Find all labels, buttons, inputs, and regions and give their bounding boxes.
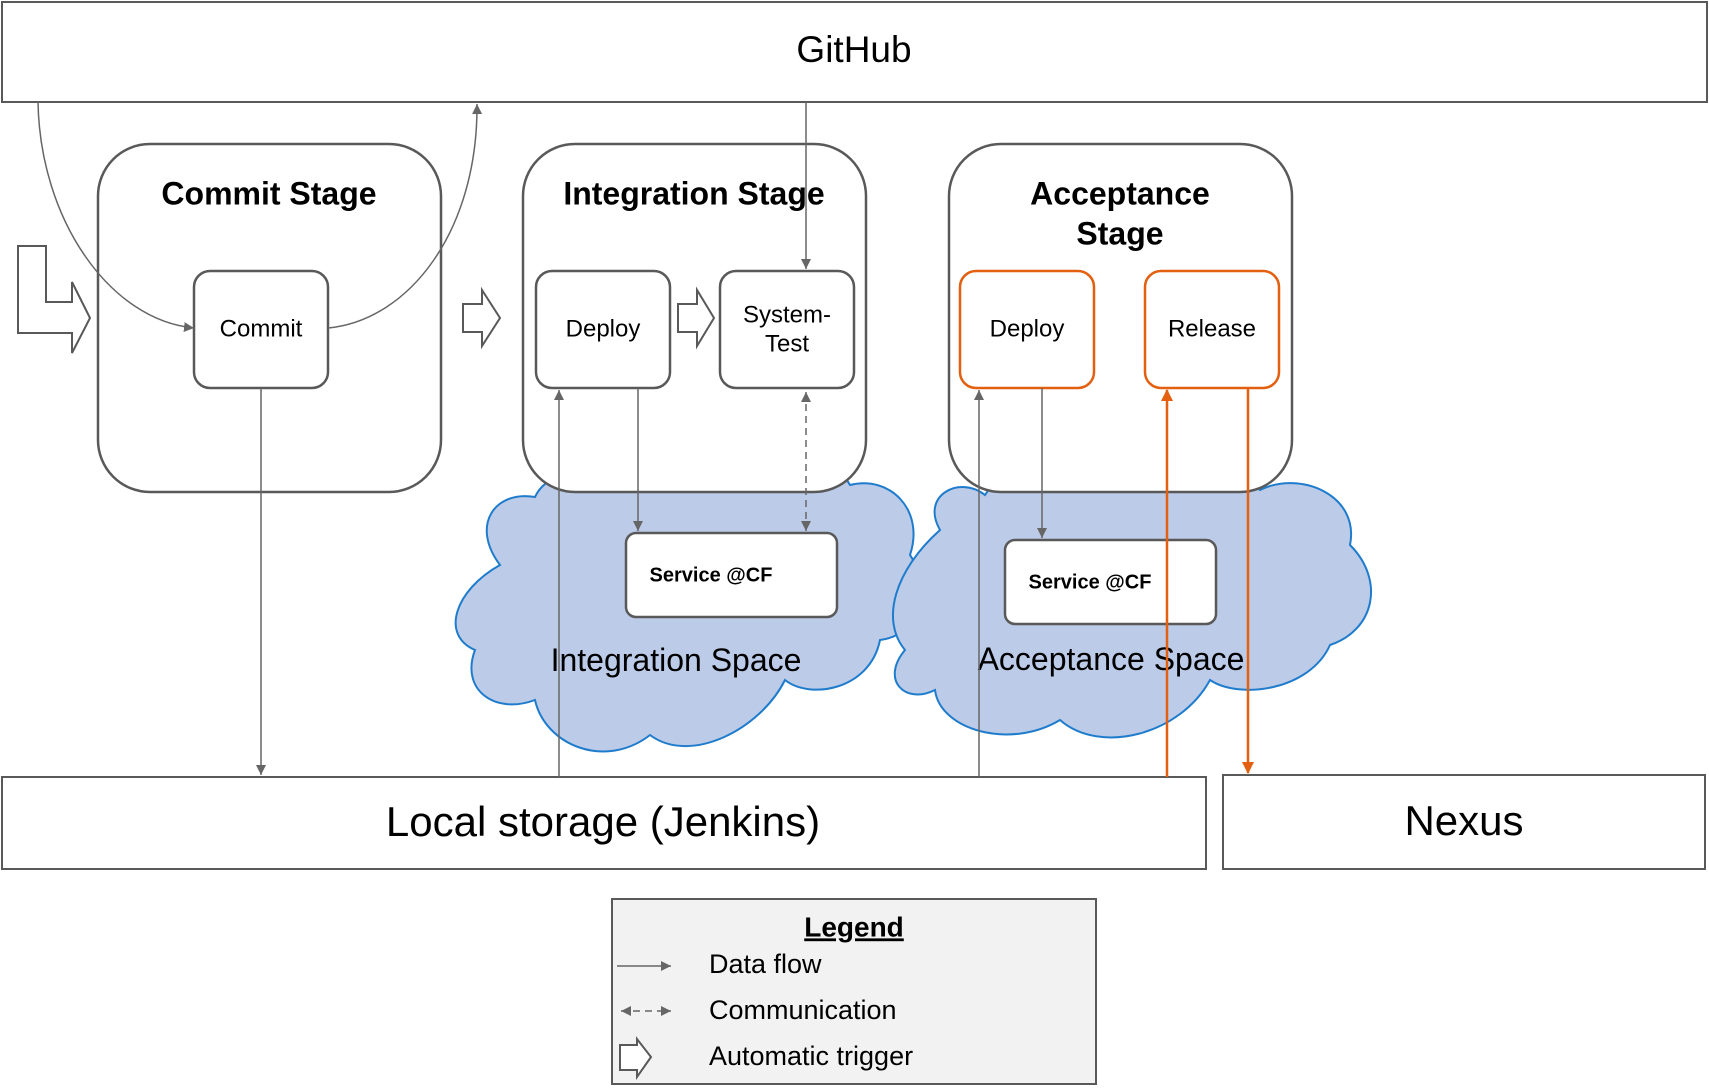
acceptance-deploy-label: Deploy xyxy=(990,315,1065,342)
legend: Legend Data flow Communication Automatic… xyxy=(611,898,1097,1085)
acceptance-stage-title-line1: Acceptance xyxy=(1030,175,1210,211)
external-trigger-arrow xyxy=(17,245,92,354)
commit-to-github-arrow xyxy=(327,103,483,329)
commit-stage-title: Commit Stage xyxy=(161,175,376,211)
system-test-label-line1: System- xyxy=(743,301,831,328)
integration-service-label: Service @CF xyxy=(650,564,773,586)
legend-trigger-label: Automatic trigger xyxy=(709,1041,913,1071)
local-storage-banner: Local storage (Jenkins) xyxy=(1,776,1207,870)
integration-service-box: Service @CF xyxy=(624,531,839,619)
connectors xyxy=(37,101,1254,777)
release-label: Release xyxy=(1168,315,1256,342)
legend-trigger-symbol xyxy=(619,1036,653,1081)
github-label: GitHub xyxy=(796,29,911,70)
legend-communication-label: Communication xyxy=(709,995,897,1025)
commit-job: Commit xyxy=(192,269,330,390)
github-to-commit-arrow xyxy=(37,101,195,333)
trigger-arrows xyxy=(17,245,716,354)
acceptance-service-label: Service @CF xyxy=(1029,571,1152,593)
acceptance-stage-title-line2: Stage xyxy=(1076,215,1163,251)
integration-stage-title: Integration Stage xyxy=(563,175,824,211)
nexus-banner: Nexus xyxy=(1222,774,1706,870)
release-job: Release xyxy=(1143,269,1281,390)
deploy-to-system-test-trigger-arrow xyxy=(677,286,716,350)
commit-job-label: Commit xyxy=(220,315,303,342)
local-storage-label: Local storage (Jenkins) xyxy=(386,798,820,845)
commit-stage: Commit Stage Commit xyxy=(96,142,443,494)
legend-data-flow-label: Data flow xyxy=(709,949,822,979)
system-test-job: System- Test xyxy=(718,269,856,390)
nexus-label: Nexus xyxy=(1404,797,1523,844)
acceptance-deploy-job: Deploy xyxy=(958,269,1096,390)
acceptance-space-label: Acceptance Space xyxy=(978,641,1245,677)
system-test-label-line2: Test xyxy=(765,330,809,357)
github-banner: GitHub xyxy=(1,1,1708,103)
integration-deploy-job: Deploy xyxy=(534,269,672,390)
commit-to-integration-trigger-arrow xyxy=(462,286,502,350)
acceptance-stage: Acceptance Stage Deploy Release xyxy=(947,142,1294,494)
acceptance-service-box: Service @CF xyxy=(1003,538,1218,626)
integration-space-label: Integration Space xyxy=(551,642,802,678)
integration-deploy-label: Deploy xyxy=(566,315,641,342)
legend-title: Legend xyxy=(804,911,904,942)
